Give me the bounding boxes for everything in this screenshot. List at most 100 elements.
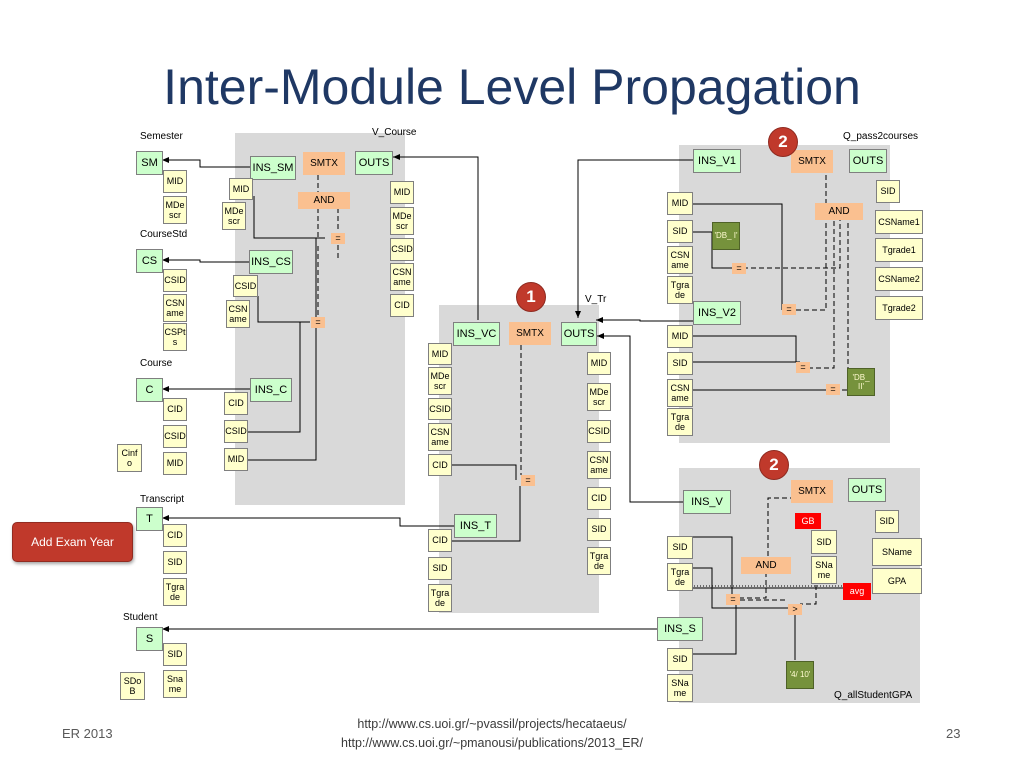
v-course-out-cid: CID: [390, 294, 414, 317]
coursestd-csname-attribute: CSN ame: [163, 294, 187, 322]
page-title: Inter-Module Level Propagation: [163, 59, 861, 115]
course-cinfo-attribute: Cinf o: [117, 444, 142, 472]
q-allstudentgpa-label: Q_allStudentGPA: [834, 690, 913, 701]
footer-url-1[interactable]: http://www.cs.uoi.gr/~pvassil/projects/h…: [357, 717, 627, 731]
v-course-ins-cs[interactable]: INS_CS: [249, 250, 293, 274]
transcript-sid-attribute: SID: [163, 551, 187, 574]
transcript-relation[interactable]: T: [136, 507, 163, 531]
v-course-outs[interactable]: OUTS: [355, 151, 393, 175]
semester-label: Semester: [140, 131, 183, 142]
v-tr-outs[interactable]: OUTS: [561, 322, 597, 346]
q-gpa-s-sid: SID: [667, 648, 693, 671]
footer-url-2[interactable]: http://www.cs.uoi.gr/~pmanousi/publicati…: [341, 735, 643, 750]
q-pass-out-csname2: CSName2: [875, 267, 923, 291]
v-course-c-cid: CID: [224, 392, 248, 415]
q-gpa-out-sname: SName: [872, 538, 922, 566]
footer-urls: http://www.cs.uoi.gr/~pvassil/projects/h…: [262, 715, 722, 753]
q-pass-ins-v1[interactable]: INS_V1: [693, 149, 741, 173]
coursestd-relation[interactable]: CS: [136, 249, 163, 273]
q-gpa-outs[interactable]: OUTS: [848, 478, 886, 502]
v-tr-out-sid: SID: [587, 518, 611, 541]
v-course-sm-mdescr: MDe scr: [222, 202, 246, 230]
q-gpa-threshold-constant: '4/ 10': [786, 661, 814, 689]
v-course-cs-csid: CSID: [233, 275, 258, 297]
q-pass-eq-2: =: [782, 304, 796, 315]
q-pass-out-tgrade1: Tgrade1: [875, 238, 923, 262]
badge-2-top: 2: [768, 127, 798, 157]
q-pass-v2-tgrade: Tgra de: [667, 408, 693, 436]
course-cid-attribute: CID: [163, 398, 187, 421]
q-gpa-s-sname: SNa me: [667, 674, 693, 702]
course-relation[interactable]: C: [136, 378, 163, 402]
q-gpa-ins-v[interactable]: INS_V: [683, 490, 731, 514]
v-course-cs-csname: CSN ame: [226, 300, 250, 328]
coursestd-cspts-attribute: CSPt s: [163, 323, 187, 351]
v-tr-t-cid: CID: [428, 529, 452, 552]
v-tr-ins-vc[interactable]: INS_VC: [453, 322, 500, 346]
q-pass-out-sid: SID: [876, 180, 900, 203]
q-pass-out-tgrade2: Tgrade2: [875, 296, 923, 320]
q-pass-v1-tgrade: Tgra de: [667, 276, 693, 304]
v-course-eq-2: =: [311, 317, 325, 328]
q-pass-and: AND: [815, 203, 863, 220]
q-pass-v1-sid: SID: [667, 220, 693, 243]
v-tr-panel: [439, 305, 599, 613]
q-pass2courses-label: Q_pass2courses: [843, 131, 919, 142]
v-tr-vc-csname: CSN ame: [428, 423, 452, 451]
coursestd-label: CourseStd: [140, 229, 188, 240]
v-course-eq-1: =: [331, 233, 345, 244]
student-sdob-attribute: SDo B: [120, 672, 145, 700]
course-label: Course: [140, 358, 173, 369]
v-tr-eq: =: [521, 475, 535, 486]
v-course-ins-sm[interactable]: INS_SM: [250, 156, 296, 180]
transcript-label: Transcript: [140, 494, 185, 505]
q-gpa-v-sid: SID: [667, 536, 693, 559]
v-course-ins-c[interactable]: INS_C: [250, 378, 292, 402]
v-tr-label: V_Tr: [585, 294, 607, 305]
q-pass-v1-mid: MID: [667, 192, 693, 215]
v-course-c-csid: CSID: [224, 420, 248, 443]
v-course-c-mid: MID: [224, 448, 248, 471]
q-pass-db2-constant: 'DB_ II': [847, 368, 875, 396]
v-tr-ins-t[interactable]: INS_T: [454, 514, 497, 538]
v-tr-out-csname: CSN ame: [587, 451, 611, 479]
v-course-sm-mid: MID: [229, 178, 253, 200]
v-tr-out-tgrade: Tgra de: [587, 547, 611, 575]
q-pass-smtx: SMTX: [791, 150, 833, 173]
student-relation[interactable]: S: [136, 627, 163, 651]
q-gpa-smtx: SMTX: [791, 480, 833, 503]
course-csid-attribute: CSID: [163, 425, 187, 448]
q-gpa-sname: SNa me: [811, 556, 837, 584]
q-gpa-sid: SID: [811, 530, 837, 554]
v-course-smtx: SMTX: [303, 152, 345, 175]
v-tr-vc-cid: CID: [428, 454, 452, 476]
q-pass-eq-1: =: [732, 263, 746, 274]
v-tr-smtx: SMTX: [509, 322, 551, 345]
q-pass-ins-v2[interactable]: INS_V2: [693, 301, 741, 325]
v-tr-vc-mdescr: MDe scr: [428, 367, 452, 395]
badge-1: 1: [516, 282, 546, 312]
v-tr-out-mid: MID: [587, 352, 611, 375]
add-exam-year-button[interactable]: Add Exam Year: [12, 522, 133, 562]
v-course-out-csname: CSN ame: [390, 263, 414, 291]
footer-left: ER 2013: [62, 726, 113, 741]
q-gpa-ins-s[interactable]: INS_S: [657, 617, 703, 641]
transcript-cid-attribute: CID: [163, 524, 187, 547]
q-gpa-and: AND: [741, 557, 791, 574]
semester-relation[interactable]: SM: [136, 151, 163, 175]
q-pass-v2-csname: CSN ame: [667, 379, 693, 407]
q-pass-outs[interactable]: OUTS: [849, 149, 887, 173]
coursestd-csid-attribute: CSID: [163, 269, 187, 292]
q-pass-v1-csname: CSN ame: [667, 246, 693, 274]
q-gpa-out-sid: SID: [875, 510, 899, 533]
v-course-label: V_Course: [372, 127, 417, 138]
q-pass-db1-constant: 'DB_ I': [712, 222, 740, 250]
v-course-out-csid: CSID: [390, 238, 414, 261]
q-pass-v2-sid: SID: [667, 352, 693, 375]
q-pass-eq-3: =: [796, 362, 810, 373]
q-gpa-eq: =: [726, 594, 740, 605]
v-course-and: AND: [298, 192, 350, 209]
v-tr-out-cid: CID: [587, 487, 611, 510]
v-tr-t-sid: SID: [428, 557, 452, 580]
